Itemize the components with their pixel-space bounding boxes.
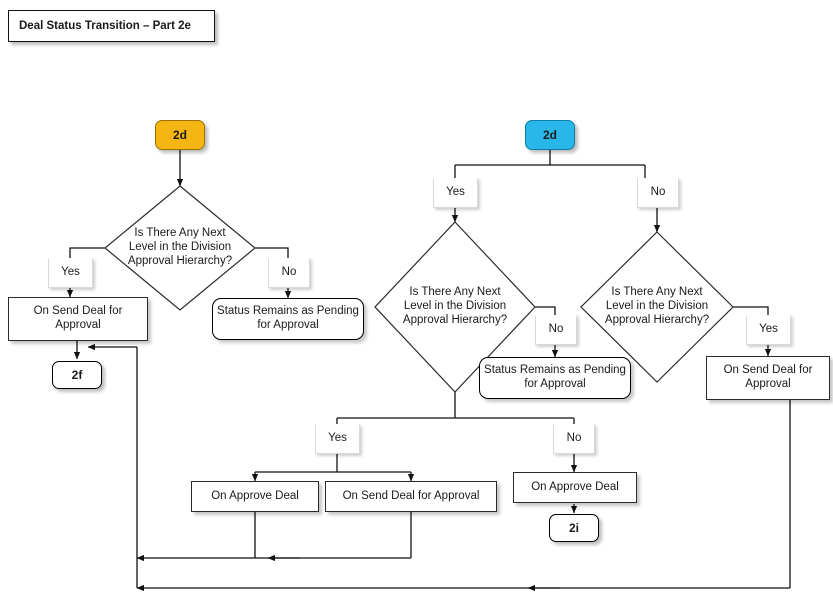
- decision-mid-division-hierarchy: Is There Any Next Level in the Division …: [375, 222, 535, 392]
- edge-label-mid-bottom-no: No: [553, 424, 595, 454]
- action-on-send-deal-for-approval-2[interactable]: On Send Deal for Approval: [325, 481, 497, 512]
- decision-right-division-hierarchy: Is There Any Next Level in the Division …: [581, 232, 733, 382]
- action-right-on-send-deal-for-approval[interactable]: On Send Deal for Approval: [706, 356, 830, 400]
- action-on-approve-deal-1[interactable]: On Approve Deal: [191, 481, 319, 512]
- status-mid-pending-for-approval[interactable]: Status Remains as Pending for Approval: [479, 357, 631, 399]
- connector-2f[interactable]: 2f: [52, 361, 102, 389]
- edge-label-right-yes: Yes: [746, 315, 791, 345]
- connector-2i[interactable]: 2i: [549, 514, 599, 542]
- edge-label-left-yes: Yes: [48, 258, 93, 288]
- status-left-pending-for-approval[interactable]: Status Remains as Pending for Approval: [212, 298, 364, 340]
- connector-2d-right[interactable]: 2d: [525, 120, 575, 150]
- edge-label-mid-bottom-yes: Yes: [315, 424, 360, 454]
- decision-left-label: Is There Any Next Level in the Division …: [127, 227, 233, 267]
- edge-label-left-no: No: [268, 258, 310, 288]
- decision-left-division-hierarchy: Is There Any Next Level in the Division …: [105, 186, 255, 310]
- page-title: Deal Status Transition – Part 2e: [8, 10, 215, 42]
- connector-2d-left[interactable]: 2d: [155, 120, 205, 150]
- action-left-on-send-deal-for-approval[interactable]: On Send Deal for Approval: [8, 297, 148, 341]
- decision-right-label: Is There Any Next Level in the Division …: [604, 286, 710, 326]
- edge-label-right-top-yes: Yes: [433, 178, 478, 208]
- edge-label-right-top-no: No: [637, 178, 679, 208]
- edge-label-mid-no: No: [535, 315, 577, 345]
- action-on-approve-deal-2[interactable]: On Approve Deal: [513, 472, 637, 503]
- decision-mid-label: Is There Any Next Level in the Division …: [402, 286, 508, 326]
